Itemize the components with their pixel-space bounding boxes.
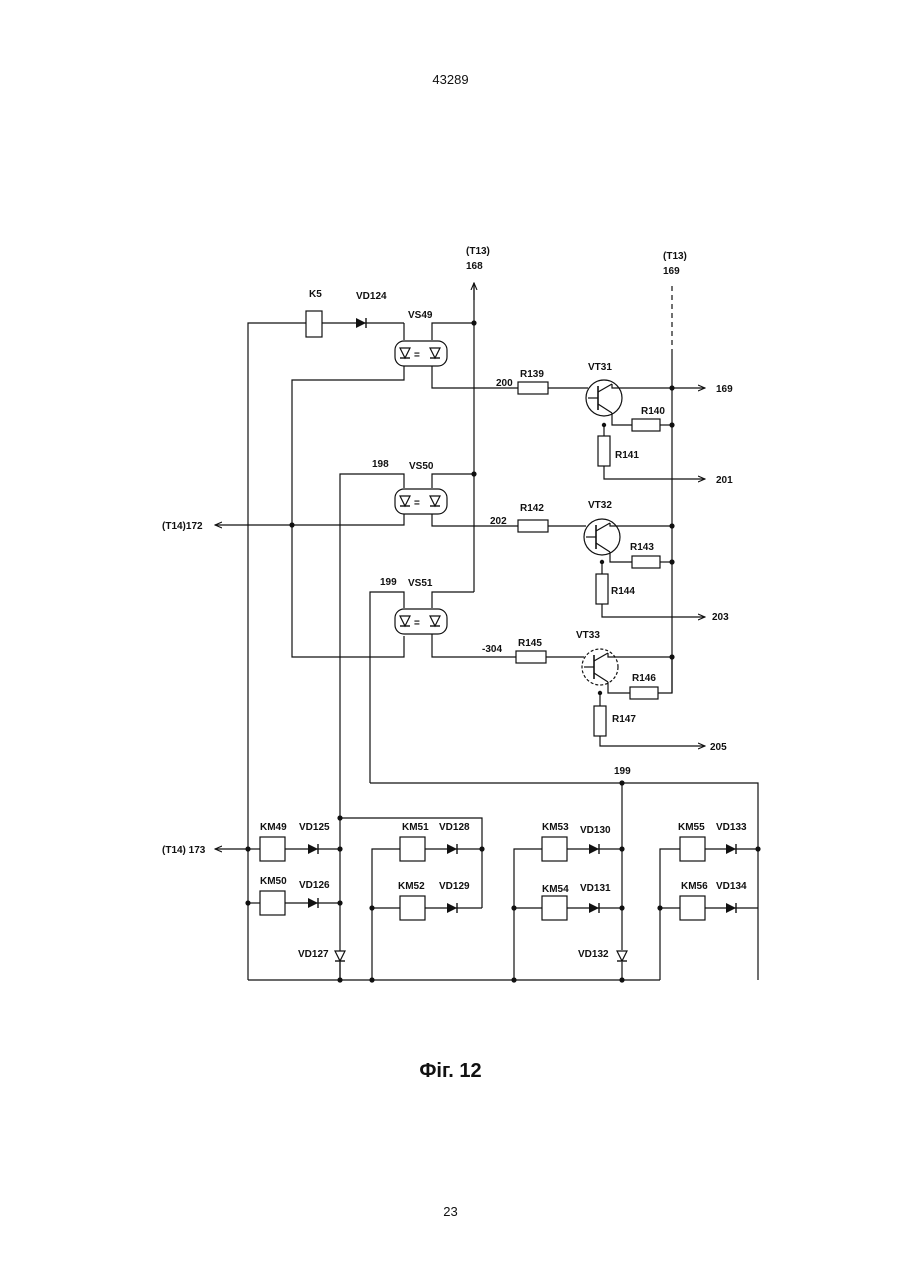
label-vd131: VD131 [580,883,611,894]
optocoupler-vs49: = [395,341,447,366]
relay-km50 [260,891,285,915]
label-vd132: VD132 [578,949,609,960]
label-km52: KM52 [398,881,425,892]
label-r147: R147 [612,714,636,725]
arrow-out-201 [604,466,705,479]
label-r140: R140 [641,406,665,417]
label-r141: R141 [615,450,639,461]
label-vd134: VD134 [716,881,747,892]
label-vd124: VD124 [356,291,387,302]
transistor-vt32 [584,519,620,555]
arrow-out-172 [215,514,404,525]
label-km49: KM49 [260,822,287,833]
optocoupler-vs51: = [395,609,447,634]
relay-km56 [680,896,705,920]
label-t14-173: (T14) 173 [162,845,206,856]
label-199-upper: 199 [380,577,397,588]
relay-km55 [680,837,705,861]
diode-vd124 [356,318,366,328]
label-vd125: VD125 [299,822,330,833]
label-r139: R139 [520,369,544,380]
resistor-r146 [630,687,658,699]
label-198: 198 [372,459,389,470]
relay-km51 [400,837,425,861]
relay-km49 [260,837,285,861]
resistor-r139 [518,382,548,394]
svg-text:=: = [414,350,420,361]
label-vt32: VT32 [588,500,612,511]
label-r146: R146 [632,673,656,684]
page-number: 23 [0,1204,901,1219]
label-km56: KM56 [681,881,708,892]
diode-vd134 [726,903,736,913]
label-vt33: VT33 [576,630,600,641]
label-t13-169: (T13) [663,251,687,262]
label-k5: K5 [309,289,322,300]
relay-km54 [542,896,567,920]
transistor-vt31 [586,380,622,416]
label-km55: KM55 [678,822,705,833]
label-304: -304 [482,644,502,655]
label-vs51: VS51 [408,578,433,589]
diode-vd129 [447,903,457,913]
diode-vd125 [308,844,318,854]
label-vd127: VD127 [298,949,329,960]
label-vs49: VS49 [408,310,433,321]
arrow-out-203 [602,604,705,617]
resistor-r143 [632,556,660,568]
label-out-203: 203 [712,612,729,623]
resistor-r141 [598,436,610,466]
label-km51: KM51 [402,822,429,833]
diode-vd131 [589,903,599,913]
label-202: 202 [490,516,507,527]
diode-vd126 [308,898,318,908]
relay-k5 [306,311,322,337]
label-km53: KM53 [542,822,569,833]
label-km54: KM54 [542,884,569,895]
label-vd130: VD130 [580,825,611,836]
optocoupler-vs50: = [395,489,447,514]
label-vd128: VD128 [439,822,470,833]
resistor-r147 [594,706,606,736]
label-168: 168 [466,261,483,272]
diode-vd127 [335,951,345,961]
label-out-169: 169 [716,384,733,395]
label-vs50: VS50 [409,461,434,472]
diode-vd130 [589,844,599,854]
svg-text:=: = [414,618,420,629]
resistor-r140 [632,419,660,431]
label-t13-168: (T13) [466,246,490,257]
label-r144: R144 [611,586,635,597]
diode-vd132 [617,951,627,961]
transistor-vt33 [582,649,618,685]
label-200: 200 [496,378,513,389]
arrow-out-205 [600,736,705,746]
resistor-r144 [596,574,608,604]
label-r143: R143 [630,542,654,553]
label-vt31: VT31 [588,362,612,373]
resistor-r142 [518,520,548,532]
label-t14-172: (T14)172 [162,521,203,532]
relay-km53 [542,837,567,861]
figure-caption: Фіг. 12 [0,1060,901,1083]
label-vd129: VD129 [439,881,470,892]
label-r145: R145 [518,638,542,649]
label-vd126: VD126 [299,880,330,891]
label-km50: KM50 [260,876,287,887]
label-199-lower: 199 [614,766,631,777]
label-r142: R142 [520,503,544,514]
label-out-201: 201 [716,475,733,486]
svg-text:=: = [414,498,420,509]
label-out-205: 205 [710,742,727,753]
resistor-r145 [516,651,546,663]
label-vd133: VD133 [716,822,747,833]
diode-vd128 [447,844,457,854]
diode-vd133 [726,844,736,854]
label-169: 169 [663,266,680,277]
relay-km52 [400,896,425,920]
